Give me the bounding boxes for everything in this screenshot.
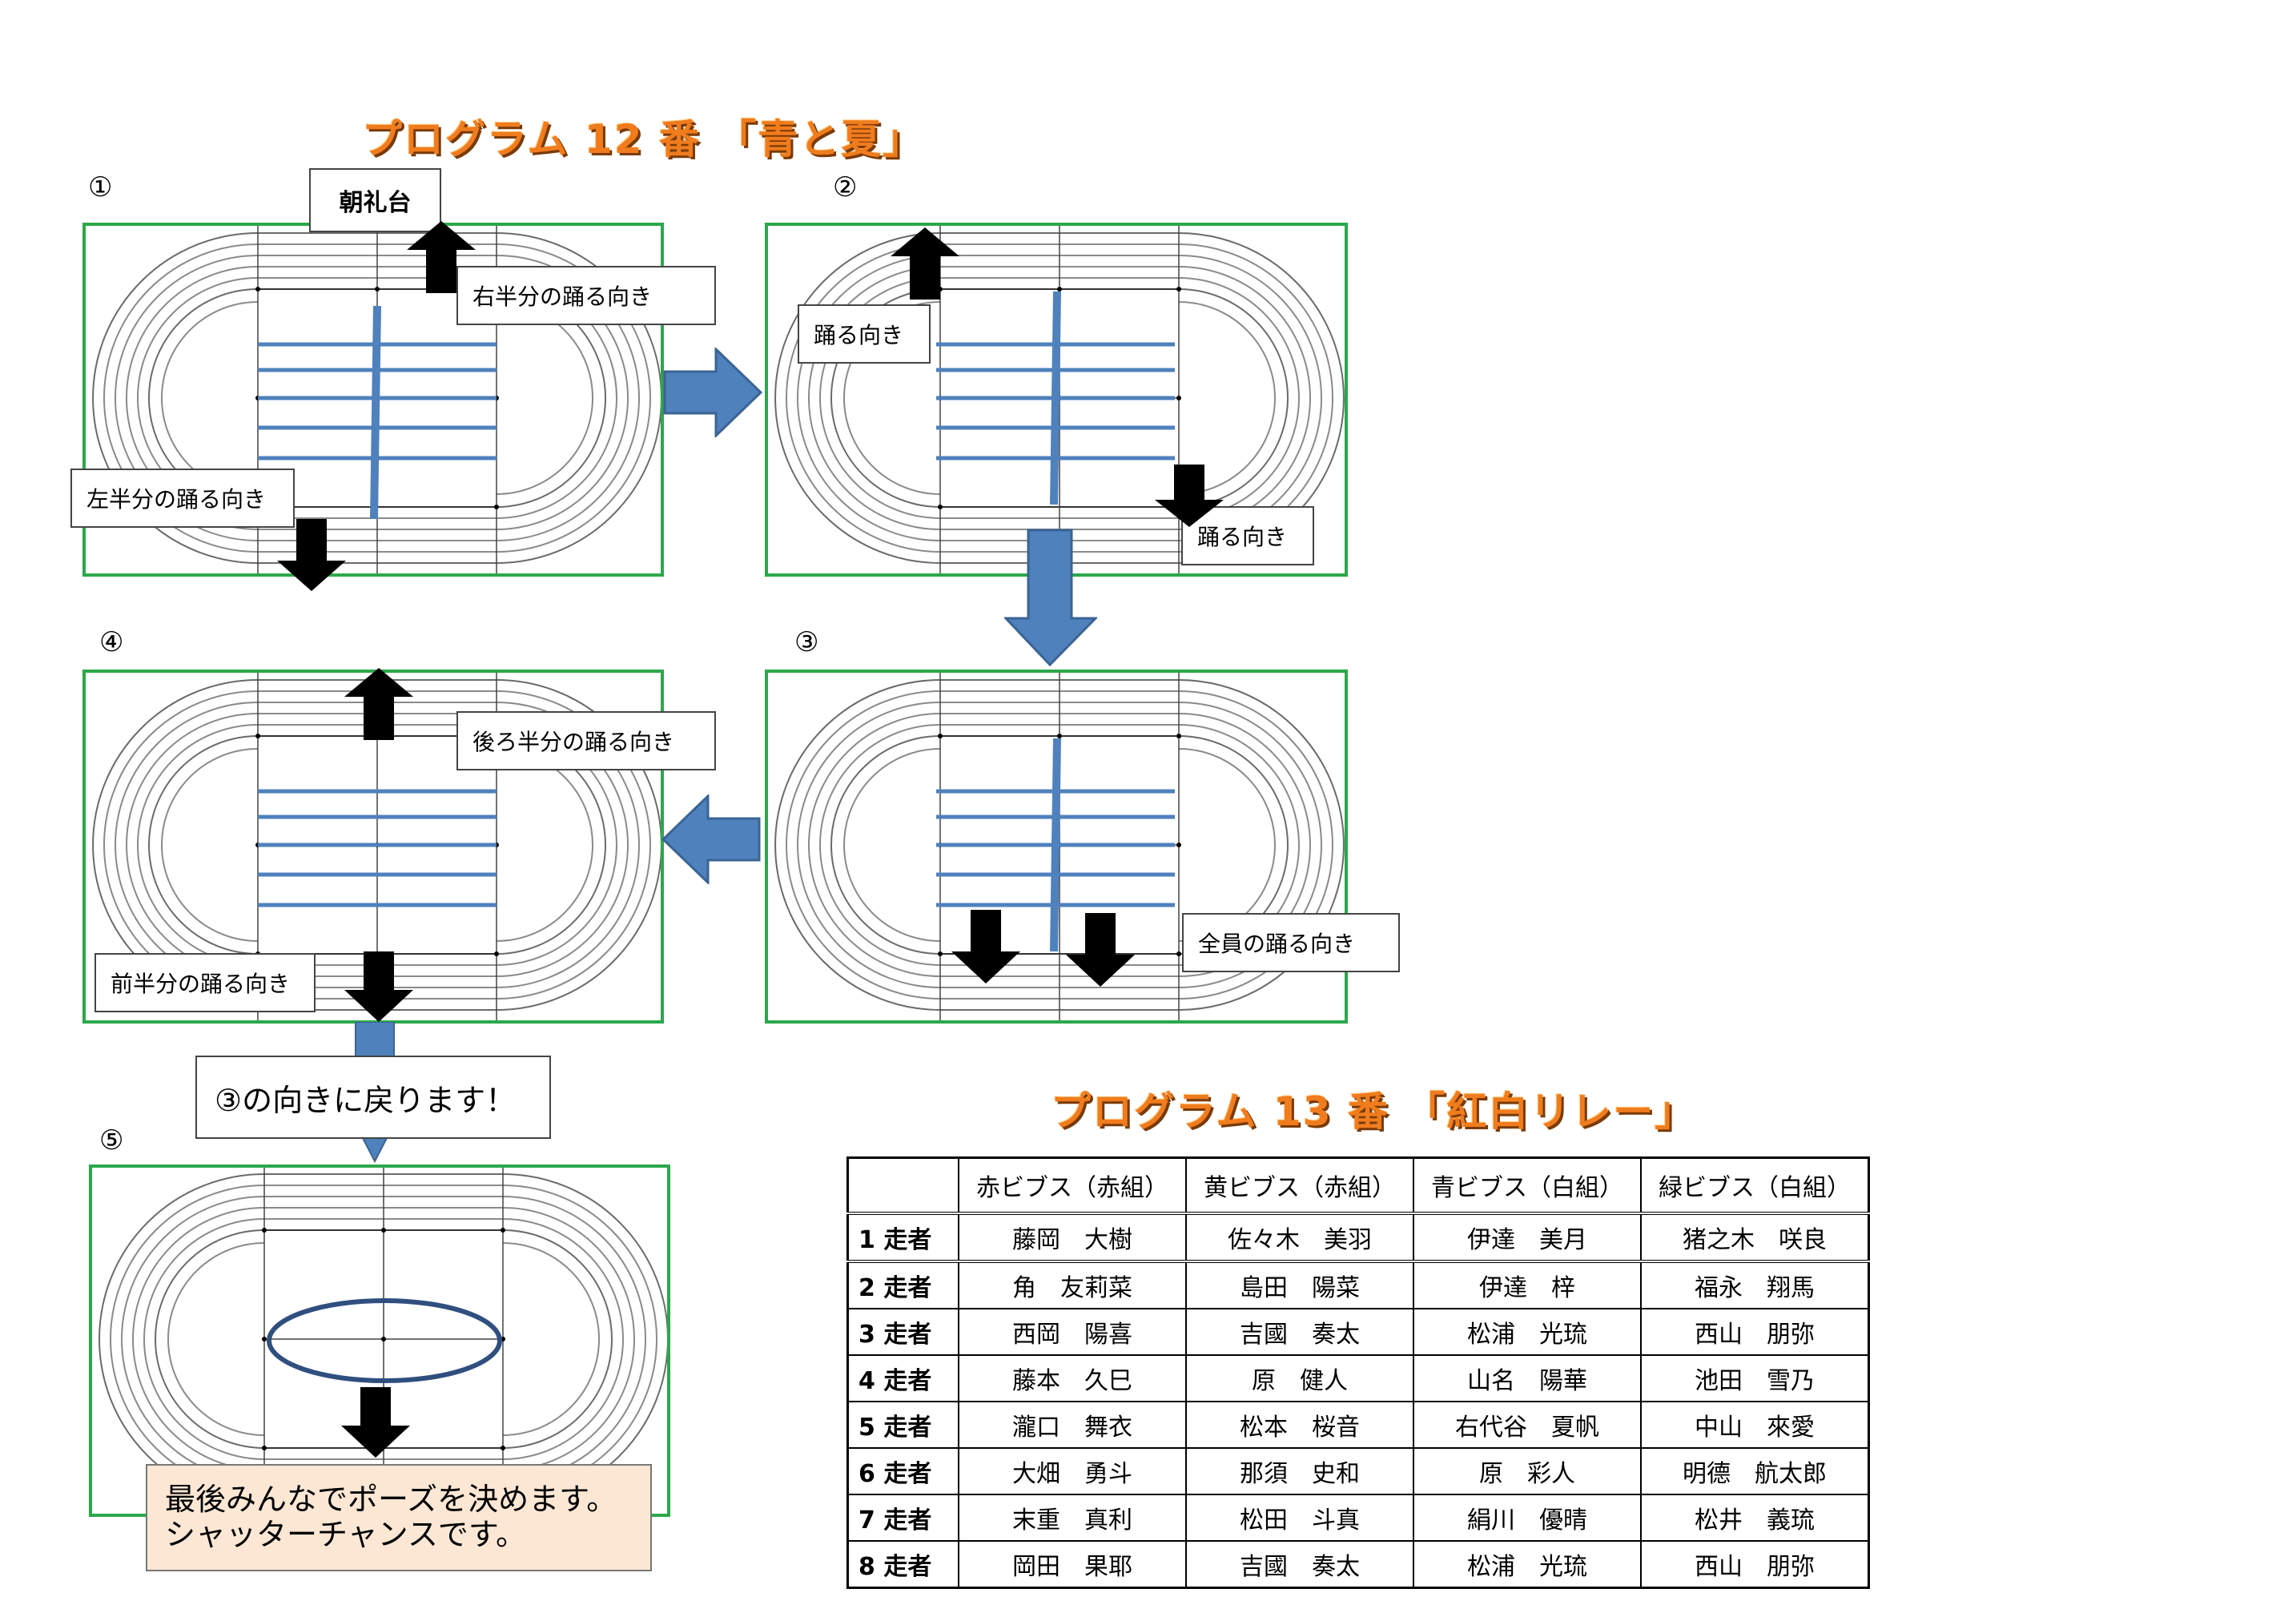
arrow-down-icon (951, 910, 1020, 983)
formation-panel-5 (89, 1164, 670, 1517)
runner-name-cell: 原 健人 (1185, 1354, 1414, 1402)
formation-lines (258, 305, 497, 520)
runner-name-cell: 島田 陽菜 (1185, 1261, 1414, 1309)
runner-name-cell: 山名 陽華 (1413, 1354, 1642, 1402)
runner-name-cell: 池田 雪乃 (1640, 1354, 1870, 1402)
table-row: 1 走者藤岡 大樹佐々木 美羽伊達 美月猪之木 咲良 (846, 1213, 1870, 1262)
runner-label: 3 走者 (846, 1308, 959, 1356)
final-note-line2: シャッターチャンスです。 (165, 1517, 527, 1552)
runner-name-cell: 福永 翔馬 (1640, 1261, 1870, 1309)
runner-name-cell: 猪之木 咲良 (1640, 1213, 1870, 1262)
runner-name-cell: 末重 真利 (958, 1494, 1187, 1542)
transition-arrow-left-icon (661, 794, 761, 884)
table-header: 緑ビブス（白組） (1640, 1156, 1870, 1214)
table-header: 黄ビブス（赤組） (1185, 1156, 1414, 1214)
runner-name-cell: 中山 來愛 (1640, 1401, 1870, 1449)
runner-name-cell: 吉國 奏太 (1185, 1308, 1414, 1356)
panel-number-3: ③ (794, 626, 819, 658)
final-note: 最後みんなでポーズを決めます。 シャッターチャンスです。 (146, 1464, 652, 1571)
runner-name-cell: 右代谷 夏帆 (1413, 1401, 1642, 1449)
runner-label: 7 走者 (846, 1494, 959, 1542)
formation-panel-2 (765, 223, 1348, 577)
final-note-line1: 最後みんなでポーズを決めます。 (165, 1482, 617, 1517)
runner-name-cell: 西岡 陽喜 (958, 1308, 1187, 1356)
formation-lines (258, 789, 497, 907)
arrow-up-icon (344, 668, 413, 740)
runner-name-cell: 松浦 光琉 (1413, 1308, 1642, 1356)
table-header: 赤ビブス（赤組） (958, 1156, 1187, 1214)
arrow-down-icon (341, 1387, 410, 1458)
relay-table: 赤ビブス（赤組） 黄ビブス（赤組） 青ビブス（白組） 緑ビブス（白組） 1 走者… (846, 1156, 1870, 1589)
runner-name-cell: 松田 斗真 (1185, 1494, 1414, 1542)
runner-label: 2 走者 (846, 1261, 959, 1309)
label-dance-direction-bottom: 踊る向き (1181, 506, 1314, 565)
transition-arrow-right-icon (663, 348, 762, 437)
return-callout: ③の向きに戻ります！ (195, 1056, 551, 1139)
runner-label: 6 走者 (846, 1447, 959, 1495)
arrow-up-icon (407, 221, 476, 293)
runner-name-cell: 伊達 美月 (1413, 1213, 1642, 1262)
runner-name-cell: 松井 義琉 (1640, 1494, 1870, 1542)
runner-name-cell: 大畑 勇斗 (958, 1447, 1187, 1495)
runner-name-cell: 藤岡 大樹 (958, 1213, 1187, 1262)
runner-name-cell: 松浦 光琉 (1413, 1540, 1642, 1589)
label-dance-direction-top: 踊る向き (798, 304, 931, 364)
runner-name-cell: 西山 朋弥 (1640, 1540, 1870, 1589)
label-right-half-direction: 右半分の踊る向き (456, 266, 716, 325)
table-row: 8 走者岡田 果耶吉國 奏太松浦 光琉西山 朋弥 (846, 1540, 1870, 1589)
transition-arrow-down-icon (1004, 529, 1097, 666)
table-row: 7 走者末重 真利松田 斗真絹川 優晴松井 義琉 (846, 1494, 1870, 1542)
program13-title: プログラム 13 番 「紅白リレー」 (1051, 1088, 1697, 1135)
runner-name-cell: 吉國 奏太 (1185, 1540, 1414, 1589)
runner-name-cell: 佐々木 美羽 (1185, 1213, 1414, 1262)
runner-label: 1 走者 (846, 1213, 959, 1262)
runner-name-cell: 原 彩人 (1413, 1447, 1642, 1495)
runner-name-cell: 伊達 梓 (1413, 1261, 1642, 1309)
runner-name-cell: 角 友莉菜 (958, 1261, 1187, 1309)
arrow-down-icon (277, 519, 346, 591)
runner-name-cell: 那須 史和 (1185, 1447, 1414, 1495)
table-header: 青ビブス（白組） (1413, 1156, 1642, 1214)
formation-lines (936, 291, 1175, 505)
runner-label: 5 走者 (846, 1401, 959, 1449)
runner-name-cell: 藤本 久巳 (958, 1354, 1187, 1402)
runner-label: 8 走者 (846, 1540, 959, 1589)
table-header-row: 赤ビブス（赤組） 黄ビブス（赤組） 青ビブス（白組） 緑ビブス（白組） (846, 1156, 1870, 1214)
arrow-up-icon (891, 227, 959, 300)
table-row: 3 走者西岡 陽喜吉國 奏太松浦 光琉西山 朋弥 (846, 1308, 1870, 1356)
runner-name-cell: 瀧口 舞衣 (958, 1401, 1187, 1449)
formation-circle (267, 1298, 502, 1383)
runner-name-cell: 岡田 果耶 (958, 1540, 1187, 1589)
table-row: 4 走者藤本 久巳原 健人山名 陽華池田 雪乃 (846, 1354, 1870, 1402)
label-left-half-direction: 左半分の踊る向き (70, 469, 295, 528)
table-row: 2 走者角 友莉菜島田 陽菜伊達 梓福永 翔馬 (846, 1261, 1870, 1309)
program12-title: プログラム 12 番 「青と夏」 (362, 116, 925, 163)
table-row: 6 走者大畑 勇斗那須 史和原 彩人明德 航太郎 (846, 1447, 1870, 1495)
arrow-down-icon (344, 951, 413, 1022)
stage-label: 朝礼台 (309, 168, 441, 232)
runner-label: 4 走者 (846, 1354, 959, 1402)
formation-lines (936, 738, 1175, 952)
runner-name-cell: 絹川 優晴 (1413, 1494, 1642, 1542)
arrow-down-icon (1066, 913, 1135, 987)
label-all-direction: 全員の踊る向き (1182, 913, 1400, 972)
label-back-half-direction: 後ろ半分の踊る向き (456, 711, 716, 770)
table-header (846, 1156, 959, 1214)
runner-name-cell: 西山 朋弥 (1640, 1308, 1870, 1356)
panel-number-1: ① (88, 171, 113, 203)
panel-number-2: ② (833, 171, 858, 203)
arrow-down-icon (1155, 465, 1224, 527)
panel-number-4: ④ (99, 626, 124, 658)
runner-name-cell: 明德 航太郎 (1640, 1447, 1870, 1495)
runner-name-cell: 松本 桜音 (1185, 1401, 1414, 1449)
label-front-half-direction: 前半分の踊る向き (94, 953, 316, 1012)
table-row: 5 走者瀧口 舞衣松本 桜音右代谷 夏帆中山 來愛 (846, 1401, 1870, 1449)
panel-number-5: ⑤ (99, 1124, 124, 1156)
